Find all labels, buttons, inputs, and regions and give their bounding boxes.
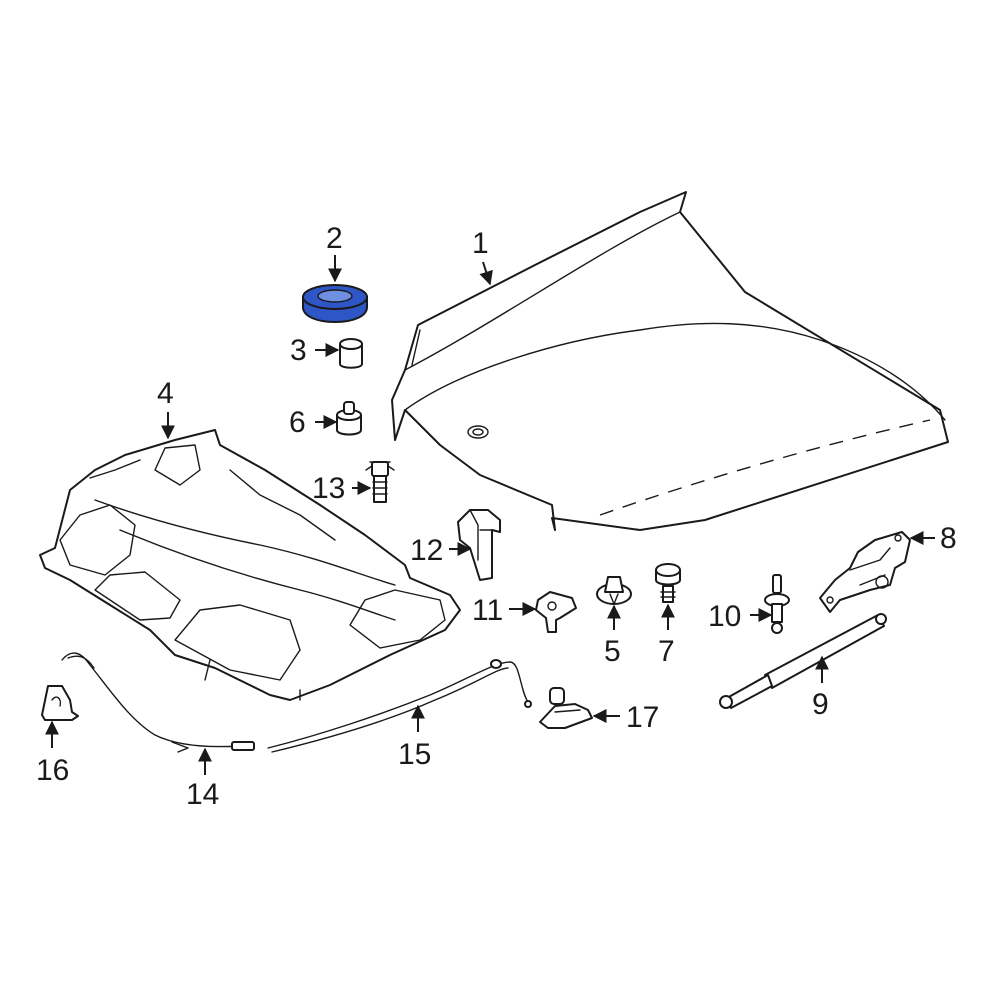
callout-13: 13 <box>312 472 345 505</box>
callout-10: 10 <box>708 600 741 633</box>
part-15-release-cable[interactable] <box>267 659 532 753</box>
callout-14: 14 <box>186 778 219 811</box>
leader-lines <box>45 255 935 775</box>
callout-16: 16 <box>36 754 69 787</box>
callout-8: 8 <box>940 522 957 555</box>
callout-12: 12 <box>410 534 443 567</box>
part-9-gas-strut[interactable] <box>719 613 887 709</box>
callout-17: 17 <box>626 701 659 734</box>
part-17-release-handle[interactable] <box>539 687 593 729</box>
part-12-bracket[interactable] <box>457 509 501 581</box>
part-10-stud[interactable] <box>764 574 790 634</box>
part-14-release-cable[interactable] <box>61 652 255 753</box>
part-8-hinge[interactable] <box>819 531 911 613</box>
callout-15: 15 <box>398 738 431 771</box>
callout-2: 2 <box>326 222 343 255</box>
callout-9: 9 <box>812 688 829 721</box>
callout-4: 4 <box>157 377 174 410</box>
part-5-push-nut[interactable] <box>596 576 632 605</box>
part-6-buffer[interactable] <box>336 401 362 436</box>
part-16-cable-clip[interactable] <box>41 685 79 721</box>
callout-11: 11 <box>472 594 503 627</box>
callout-1: 1 <box>472 227 489 260</box>
part-7-rubber-stop[interactable] <box>655 563 681 603</box>
part-11-latch[interactable] <box>535 591 577 633</box>
callout-3: 3 <box>290 334 307 367</box>
callout-5: 5 <box>604 635 621 668</box>
part-13-clip[interactable] <box>365 461 395 503</box>
callout-7: 7 <box>658 635 675 668</box>
part-2-hood-bumper[interactable] <box>302 284 368 324</box>
part-1-hood[interactable] <box>391 191 949 531</box>
callout-6: 6 <box>289 406 306 439</box>
part-4-insulation-pad[interactable] <box>39 429 461 701</box>
part-3-stop[interactable] <box>339 338 363 369</box>
callouts: 1 2 3 4 5 6 7 8 9 10 11 12 13 14 15 16 1… <box>36 222 957 811</box>
